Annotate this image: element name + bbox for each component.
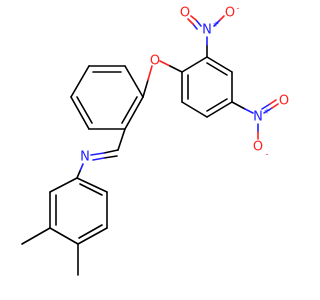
bond-nitro <box>195 19 202 27</box>
molecule-svg: O N + O O - N + O O - N <box>21 4 289 276</box>
bond-imine <box>79 163 84 172</box>
methyl-bond <box>21 227 51 245</box>
bond <box>70 65 90 98</box>
bond <box>49 227 79 245</box>
double-bond-nitro <box>261 103 271 110</box>
double-bond-inner <box>76 96 93 124</box>
double-bond-imine <box>92 157 105 161</box>
double-bond-inner <box>121 96 138 124</box>
bond <box>76 177 108 193</box>
nitro2-minus-charge: - <box>266 150 269 159</box>
double-bond-inner <box>78 224 103 239</box>
bond <box>206 101 233 118</box>
bond <box>142 79 149 98</box>
bond <box>76 170 81 179</box>
bond <box>206 56 233 73</box>
nitro1-nitrogen-label: N <box>202 23 212 38</box>
bond-nitro <box>271 103 279 109</box>
double-bond-inner <box>206 62 228 76</box>
molecule-diagram: O N + O O - N + O O - N <box>21 4 289 276</box>
double-bond-nitro <box>187 18 194 25</box>
double-bond-inner <box>79 183 103 196</box>
bond <box>49 177 78 193</box>
nitro1-oxygen-side-label: O <box>225 6 235 21</box>
bond-imine <box>90 152 105 156</box>
double-bond-imine <box>103 155 118 159</box>
bond <box>124 96 144 130</box>
bond-ether <box>159 60 171 67</box>
ring-a <box>70 65 144 130</box>
bond <box>231 101 246 110</box>
ring-b <box>181 56 233 118</box>
bond <box>103 149 119 154</box>
bond <box>181 56 208 73</box>
nitro1-minus-charge: - <box>237 4 240 13</box>
double-bond-inner <box>206 98 228 112</box>
double-bond-nitro <box>192 23 198 30</box>
nitro2-oxygen-bottom-label: O <box>253 140 263 155</box>
bond <box>124 65 144 98</box>
imine-nitrogen-label: N <box>80 150 90 165</box>
double-bond-nitro <box>269 99 277 105</box>
bond <box>77 227 108 245</box>
ring-c <box>49 177 108 245</box>
nitro2-nitrogen-label: N <box>253 110 263 125</box>
bond <box>70 96 90 130</box>
bond <box>169 65 183 73</box>
bond-ether <box>147 65 153 81</box>
bond-nitro <box>244 108 254 114</box>
bond <box>117 128 126 151</box>
bond <box>181 101 208 118</box>
bond-nitro <box>190 15 197 21</box>
ether-oxygen-label: O <box>150 54 160 69</box>
bond-nitro <box>213 19 221 27</box>
bond-nitro <box>263 107 273 114</box>
bond-nitro <box>219 15 225 21</box>
nitro2-oxygen-top-label: O <box>279 94 289 109</box>
nitro1-oxygen-top-label: O <box>180 6 190 21</box>
